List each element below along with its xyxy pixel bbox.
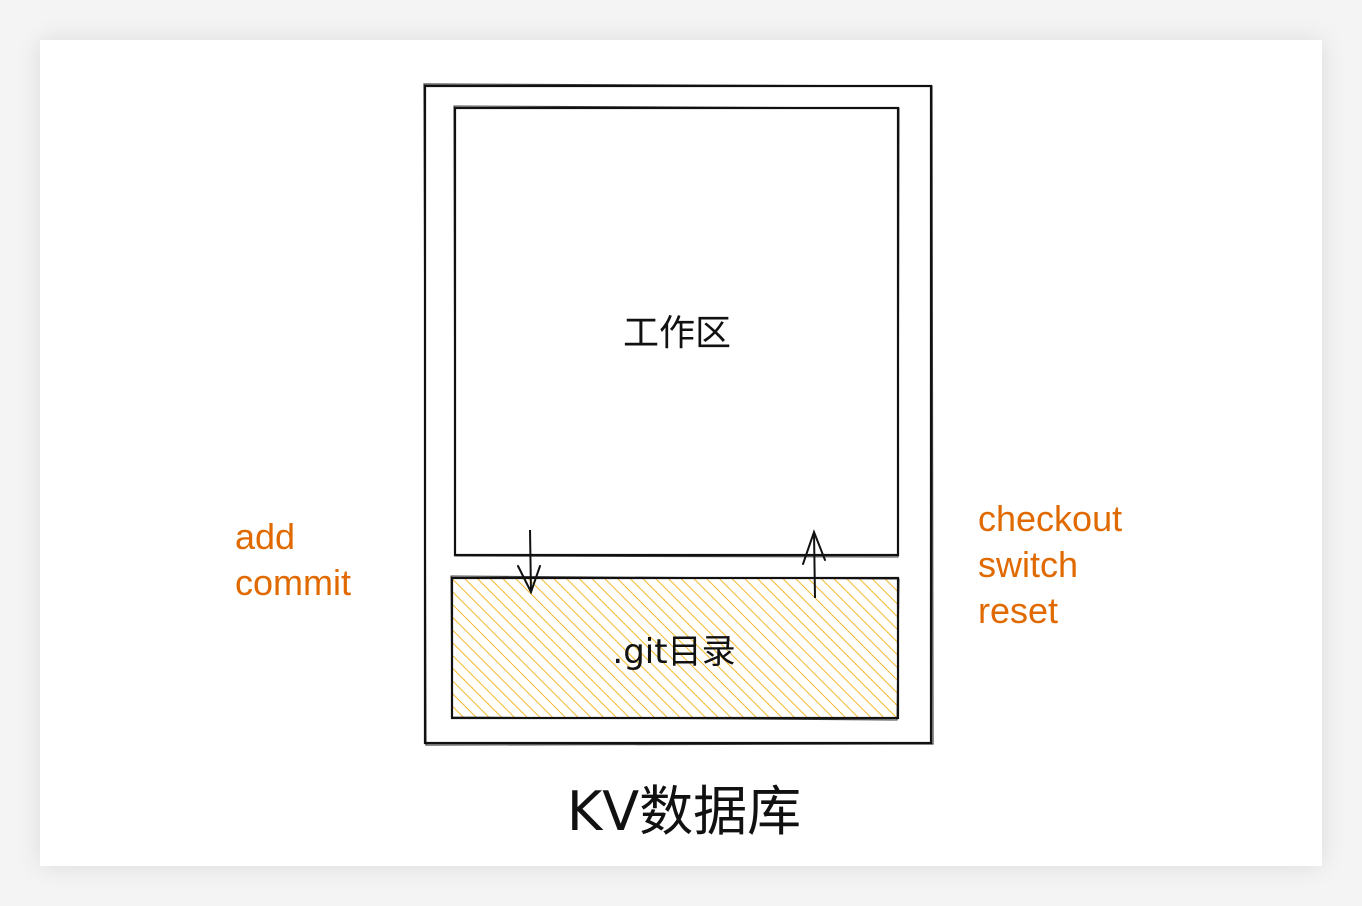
kv-database-box <box>423 83 934 746</box>
workspace-box <box>453 105 900 558</box>
op-label-commit: commit <box>235 562 351 603</box>
arrow-down-icon <box>517 529 541 595</box>
kv-database-label: KV数据库 <box>567 780 801 843</box>
git-directory-box <box>450 575 900 721</box>
op-label-add: add <box>235 516 295 557</box>
op-label-checkout: checkout <box>978 498 1122 539</box>
arrow-up-icon <box>802 529 826 599</box>
git-directory-label: .git目录 <box>612 632 735 672</box>
op-label-switch: switch <box>978 544 1078 585</box>
op-label-reset: reset <box>978 590 1058 631</box>
diagram-card <box>40 40 1322 866</box>
workspace-label: 工作区 <box>623 313 731 354</box>
